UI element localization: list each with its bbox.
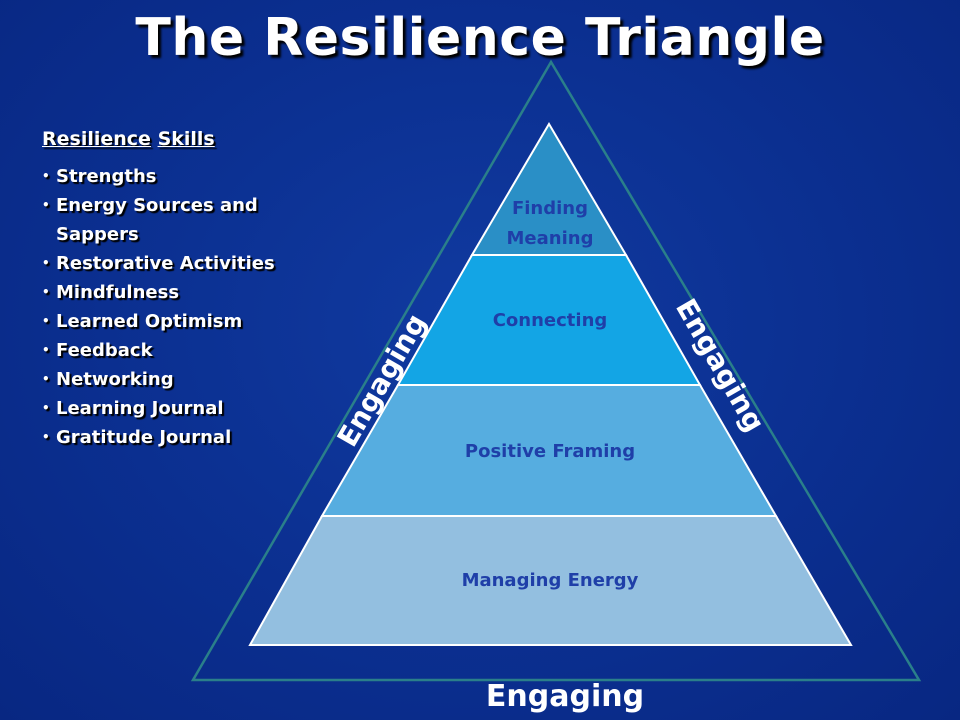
skill-item-label: Energy Sources and Sappers: [56, 195, 258, 245]
slide-title: The Resilience Triangle: [135, 8, 825, 68]
bullet-icon: •: [42, 169, 50, 183]
layer-label-finding-line2: Meaning: [507, 228, 594, 249]
skill-item-label: Networking: [56, 369, 174, 390]
engaging-label-bottom: Engaging: [486, 679, 644, 714]
bullet-icon: •: [42, 285, 50, 299]
skill-item-label: Gratitude Journal: [56, 427, 232, 448]
skills-heading-word-2: Skills: [157, 128, 215, 150]
skill-item-label: Strengths: [56, 166, 157, 187]
layer-label-positive-framing: Positive Framing: [465, 441, 635, 462]
skill-item: • Restorative Activities: [42, 249, 332, 278]
skill-item: • Networking: [42, 365, 332, 394]
bullet-icon: •: [42, 401, 50, 415]
pyramid-layer-managing-energy: [248, 515, 853, 646]
layer-label-managing-energy: Managing Energy: [462, 570, 639, 591]
bullet-icon: •: [42, 256, 50, 270]
outer-triangle-outline: [190, 59, 922, 682]
skills-heading: Resilience Skills: [42, 128, 332, 150]
skill-item-label: Learning Journal: [56, 398, 224, 419]
resilience-skills-panel: Resilience Skills • Strengths • Energy Sou…: [42, 128, 332, 452]
skill-item: • Gratitude Journal: [42, 423, 332, 452]
skill-item-label: Restorative Activities: [56, 253, 275, 274]
skill-item: • Strengths: [42, 162, 332, 191]
skill-item: • Energy Sources and Sappers: [42, 191, 332, 249]
bullet-icon: •: [42, 343, 50, 357]
bullet-icon: •: [42, 314, 50, 328]
skill-item: • Learning Journal: [42, 394, 332, 423]
bullet-icon: •: [42, 372, 50, 386]
skill-item-label: Mindfulness: [56, 282, 180, 303]
bullet-icon: •: [42, 198, 50, 212]
skills-heading-word-1: Resilience: [42, 128, 151, 150]
layer-label-connecting: Connecting: [493, 310, 608, 331]
skills-list: • Strengths • Energy Sources and Sappers •…: [42, 162, 332, 452]
layer-label-finding-line1: Finding: [512, 198, 588, 219]
skill-item-label: Feedback: [56, 340, 153, 361]
bullet-icon: •: [42, 430, 50, 444]
skill-item: • Learned Optimism: [42, 307, 332, 336]
skill-item-label: Learned Optimism: [56, 311, 243, 332]
skill-item: • Feedback: [42, 336, 332, 365]
skill-item: • Mindfulness: [42, 278, 332, 307]
